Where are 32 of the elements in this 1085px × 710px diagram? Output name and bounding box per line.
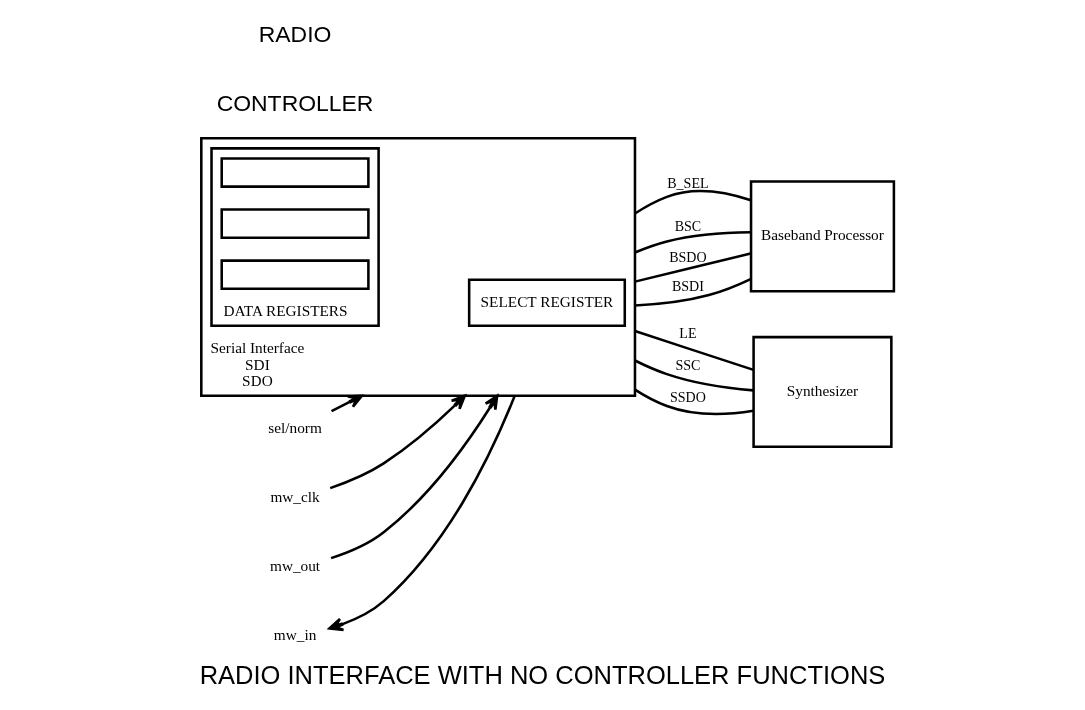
connector: [634, 252, 751, 283]
node-text: mw_clk: [270, 487, 320, 505]
arrow: [329, 394, 467, 490]
edge-label: SSC: [675, 357, 701, 374]
connector: [634, 277, 752, 307]
connector: [634, 329, 754, 372]
connector: [634, 189, 752, 215]
arrow: [330, 394, 364, 413]
caption: RADIO INTERFACE WITH NO CONTROLLER FUNCTIONS: [199, 661, 886, 690]
edge-label: SSDO: [669, 388, 706, 405]
edge-label: BSC: [674, 218, 702, 235]
edge-label: BSDO: [669, 248, 707, 265]
node-text: mw_in: [273, 625, 317, 643]
connector: [634, 230, 751, 254]
node-box: SELECT REGISTER: [467, 278, 627, 327]
connector: [634, 359, 754, 392]
node-box: [220, 208, 370, 239]
label: RADIO: [258, 20, 332, 47]
edge-label: LE: [679, 325, 697, 342]
node-box: Synthesizer: [752, 335, 893, 449]
node-box: [220, 157, 370, 188]
edge-label: B_SEL: [667, 174, 709, 191]
node-text: mw_out: [269, 556, 321, 574]
arrow: [328, 395, 516, 632]
node-box: Baseband Processor: [749, 180, 896, 293]
edge-label: BSDI: [671, 277, 704, 294]
cluster: DATA REGISTERS: [210, 147, 380, 327]
node-text: sel/norm: [268, 418, 322, 436]
label: CONTROLLER: [216, 89, 374, 116]
arrow: [330, 394, 499, 560]
connector: [634, 388, 754, 416]
node-box: [220, 259, 370, 290]
